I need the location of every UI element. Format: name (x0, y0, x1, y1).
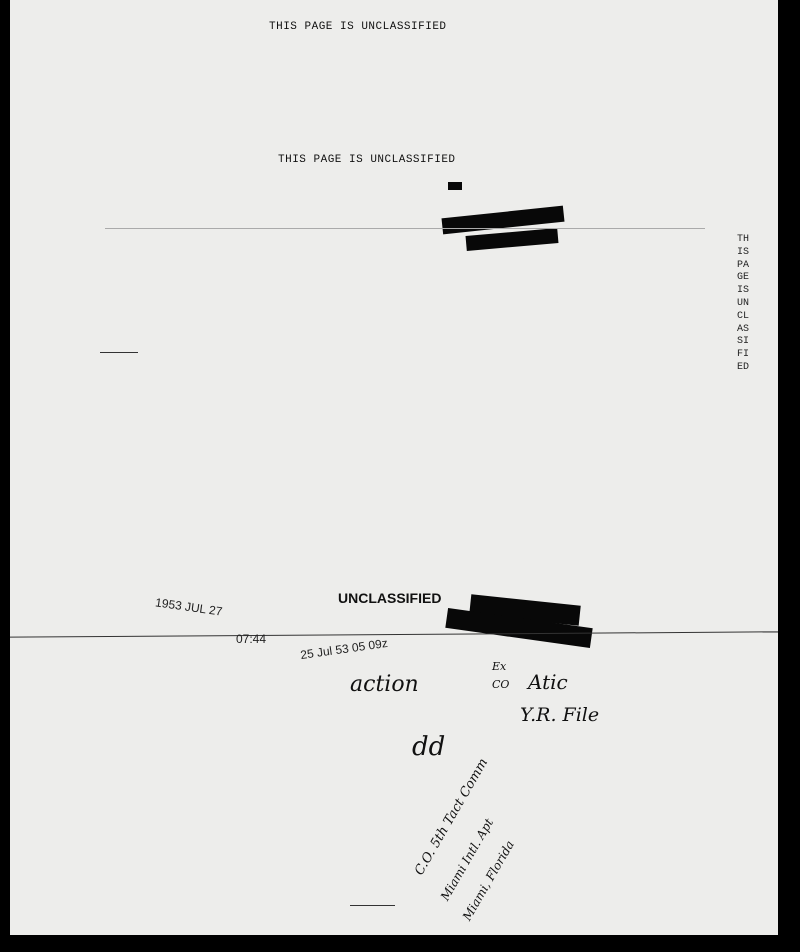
unclassified-stamp: UNCLASSIFIED (338, 590, 442, 606)
received-date-stamp: 1953 JUL 27 (154, 595, 224, 619)
redaction-mark (448, 182, 462, 190)
classification-marking: THIS PAGE IS UNCLASSIFIED (278, 154, 456, 166)
handwritten-initials: dd (412, 732, 446, 762)
routing-ex: Ex (492, 660, 507, 673)
dtg-stamp: 25 Jul 53 05 09z (299, 635, 389, 663)
redaction-bar (465, 228, 559, 251)
arrow-mark (350, 905, 395, 906)
side-classification-marking: THISPAGEISUNCLASSIFIED (737, 234, 750, 373)
divider (100, 352, 138, 353)
routing-atic: Atic (528, 670, 568, 694)
handwritten-note-line: C.O. 5th Tact Comm (412, 755, 492, 878)
received-time-stamp: 07:44 (236, 632, 267, 646)
routing-co: CO (492, 678, 510, 691)
horizontal-rule (10, 631, 778, 638)
document-page: THIS PAGE IS UNCLASSIFIED THIS PAGE IS U… (10, 0, 778, 935)
divider (105, 228, 705, 229)
handwritten-action: action (350, 672, 419, 697)
top-classification-marking: THIS PAGE IS UNCLASSIFIED (269, 21, 447, 33)
routing-file: Y.R. File (520, 704, 600, 726)
